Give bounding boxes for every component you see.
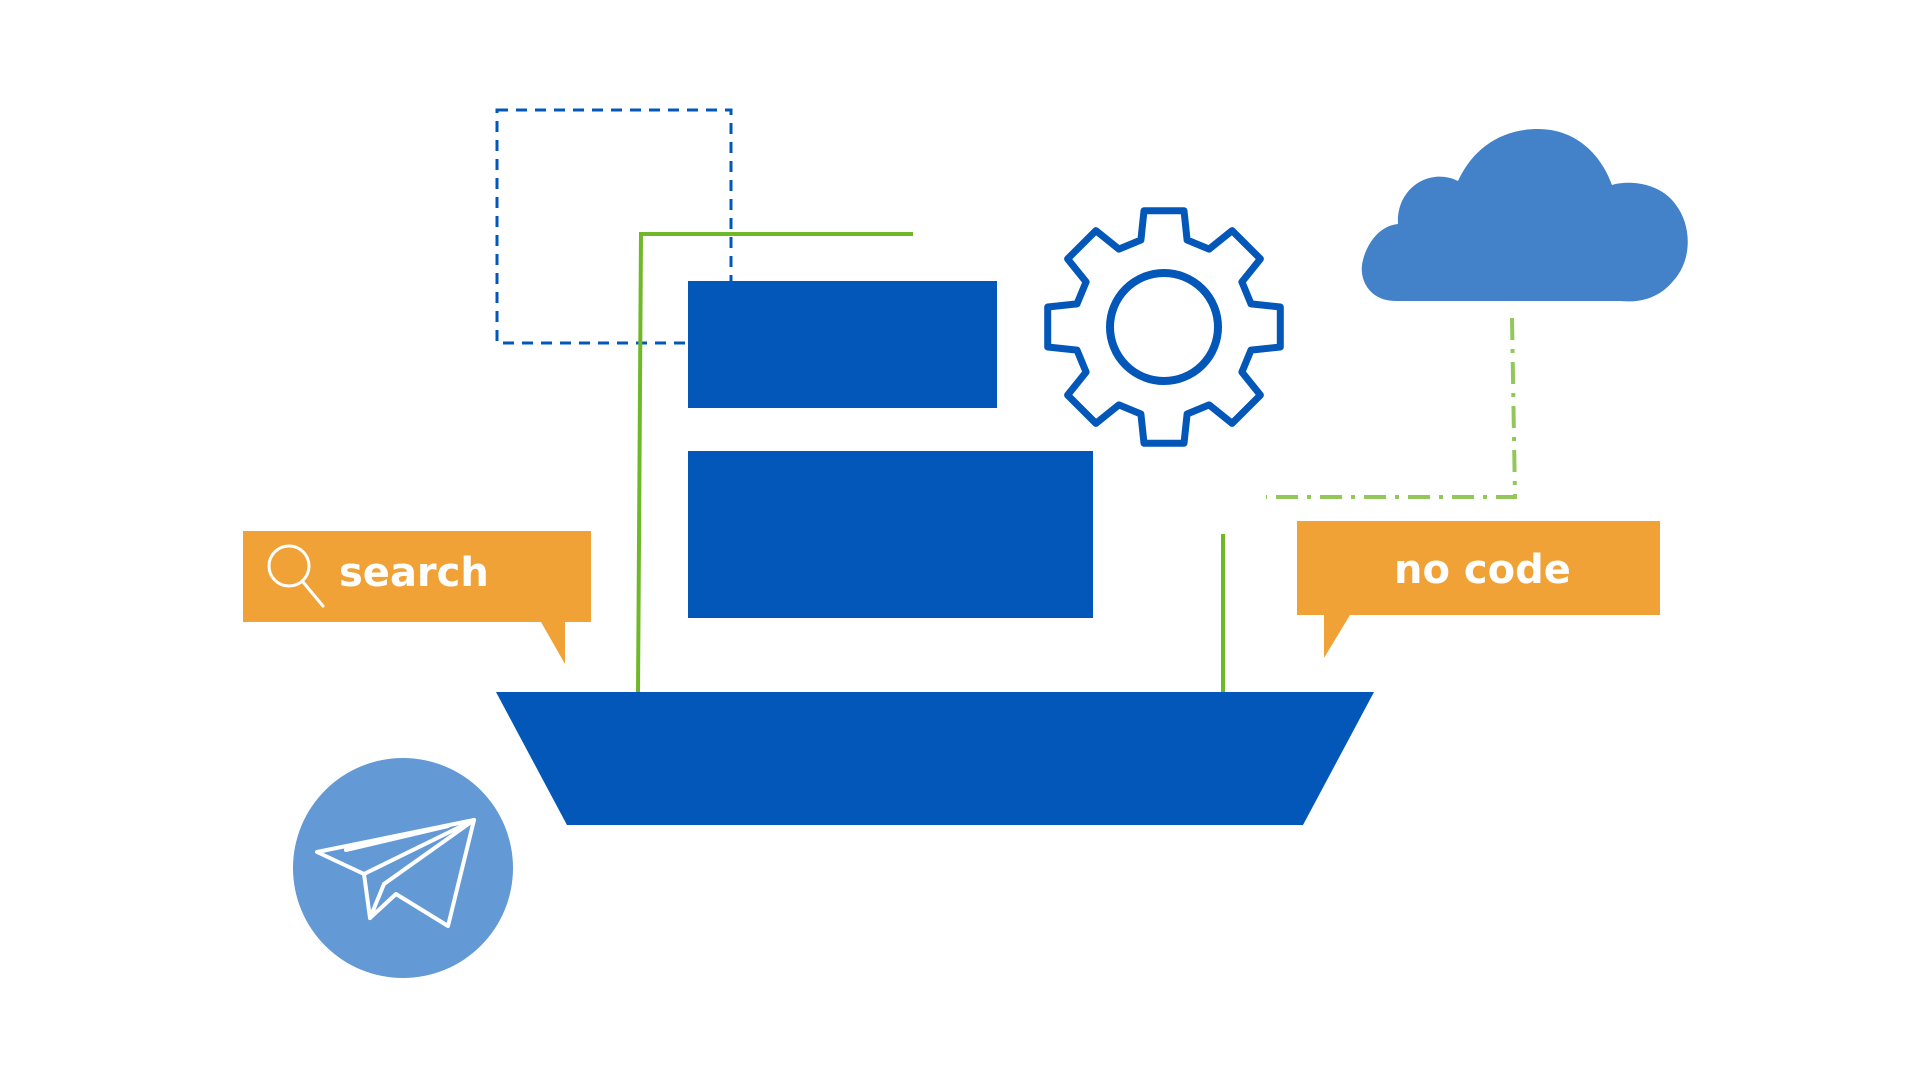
cloud-icon [1361, 129, 1688, 302]
upper-blue-block [688, 281, 997, 408]
no-code-bubble [1297, 521, 1660, 658]
search-icon [267, 544, 325, 608]
green-pole-line [636, 232, 913, 695]
send-circle [293, 758, 513, 978]
dashed-green-connector [1266, 317, 1518, 499]
lower-blue-block [688, 451, 1093, 618]
search-label: search [339, 550, 489, 596]
dashed-outline-square [495, 108, 733, 345]
search-bubble [243, 531, 591, 664]
boat-hull [496, 692, 1374, 825]
gear-icon [1044, 207, 1284, 447]
no-code-label: no code [1394, 547, 1571, 593]
paper-plane-icon [315, 818, 476, 928]
